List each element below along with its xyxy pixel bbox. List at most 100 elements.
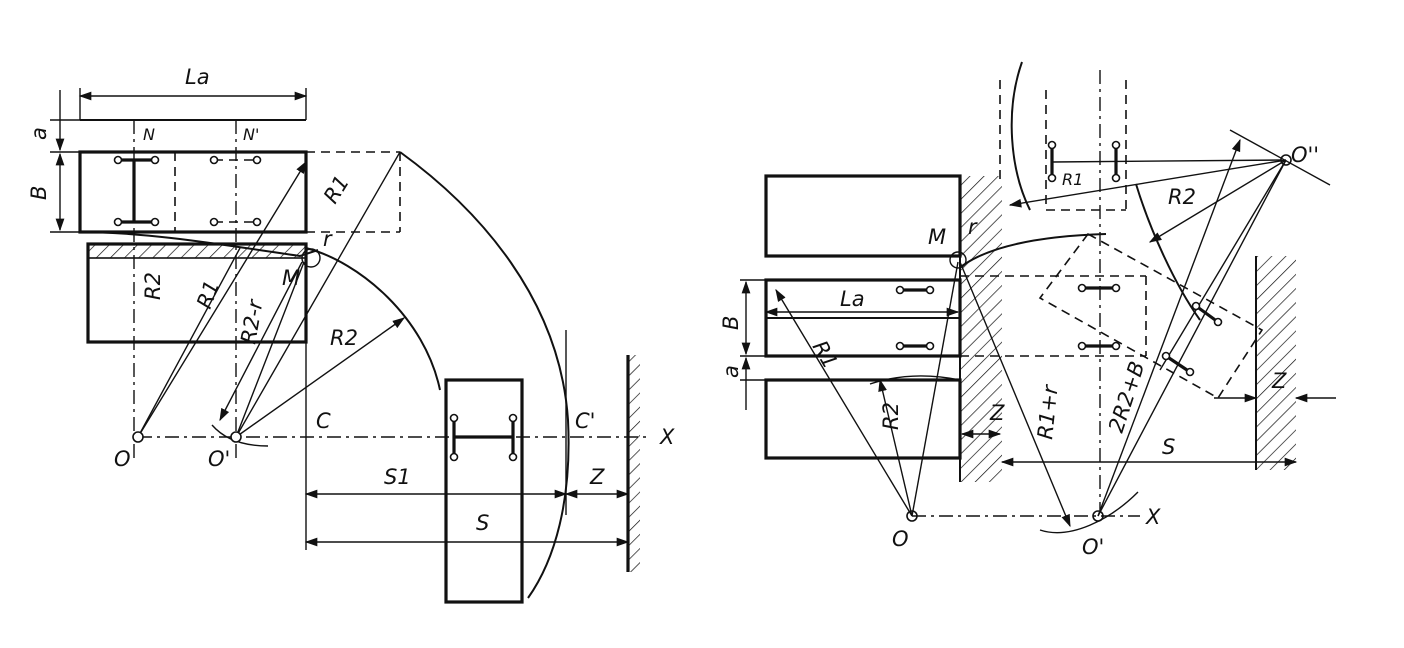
label-O-prime-right: O' <box>1082 535 1104 559</box>
arc-R2 <box>1135 183 1201 321</box>
r-circle <box>301 248 321 268</box>
pin <box>113 155 123 165</box>
pin <box>1191 301 1201 311</box>
label-R1-top-right: R1 <box>1062 170 1083 189</box>
r-line <box>911 261 959 517</box>
pin <box>1213 317 1223 327</box>
label-R1-top: R1 <box>319 171 354 207</box>
r-line <box>137 160 307 438</box>
pin <box>150 217 160 227</box>
car-lower <box>764 378 962 460</box>
label-R2-low-right: R2 <box>879 402 903 430</box>
arc-top-left <box>1010 61 1031 211</box>
pin <box>209 155 219 165</box>
label-O-double-prime: O'' <box>1291 143 1319 167</box>
inner-arc <box>305 247 441 391</box>
pin <box>252 155 262 165</box>
pin <box>508 413 518 423</box>
tick <box>1229 129 1331 186</box>
pin <box>1111 341 1121 351</box>
label-a: a <box>27 127 51 140</box>
left-diagram: La a B N N' R1 R2 R1 R2-r M r R2 C C' O … <box>27 65 675 604</box>
right-wall <box>1256 256 1296 470</box>
arc-mark <box>1039 491 1139 534</box>
label-O-prime: O' <box>208 447 230 471</box>
lower-car <box>86 242 308 344</box>
label-M: M <box>282 266 300 290</box>
label-C-prime: C' <box>575 409 595 433</box>
bottom-car <box>444 378 524 604</box>
label-R1-plus-r: R1+r <box>1033 383 1063 441</box>
point-O-prime <box>230 431 242 443</box>
outer-arc <box>399 151 570 599</box>
label-O: O <box>114 447 131 471</box>
r-line <box>137 247 241 438</box>
pin <box>1077 283 1087 293</box>
pin <box>449 452 459 462</box>
pin <box>925 285 935 295</box>
pin <box>209 217 219 227</box>
label-N-prime: N' <box>243 125 259 144</box>
pin <box>925 341 935 351</box>
r-line <box>235 261 305 438</box>
r1-plus-r-line <box>959 261 1071 528</box>
label-La-right: La <box>840 287 865 311</box>
hatched-strip <box>87 243 307 259</box>
label-a-right: a <box>719 365 743 378</box>
pin <box>1161 351 1171 361</box>
arc-M <box>961 233 1107 267</box>
label-X: X <box>659 425 675 449</box>
label-R1-inner: R1 <box>192 277 224 311</box>
axle-d <box>1195 304 1219 324</box>
label-r: r <box>323 227 333 251</box>
r1-line-top <box>1051 159 1287 163</box>
pin <box>1185 367 1195 377</box>
label-r-right: r <box>968 215 978 239</box>
r-line <box>1097 159 1287 517</box>
r-line <box>1148 159 1287 243</box>
arc-mark <box>869 375 961 385</box>
label-X-right: X <box>1145 505 1161 529</box>
label-R2-minus-r: R2-r <box>236 297 268 346</box>
pin <box>895 285 905 295</box>
pin <box>1111 283 1121 293</box>
label-S-right: S <box>1162 435 1175 459</box>
r-circle-right <box>949 251 967 269</box>
label-R1-left-right: R1 <box>808 337 843 373</box>
r-line <box>1008 159 1287 208</box>
label-N: N <box>143 125 155 144</box>
label-B: B <box>27 186 51 200</box>
label-La: La <box>185 65 210 89</box>
r1-line <box>775 288 913 517</box>
label-R2-top-right: R2 <box>1168 185 1196 209</box>
label-O-right: O <box>892 527 909 551</box>
m-curve <box>79 231 319 258</box>
label-R2-arc: R2 <box>330 326 358 350</box>
pin <box>1047 140 1057 150</box>
label-M-right: M <box>928 225 946 249</box>
top-car <box>78 150 308 234</box>
label-S1: S1 <box>384 465 411 489</box>
label-Z-right: Z <box>1271 369 1287 393</box>
label-R2-left: R2 <box>141 272 165 300</box>
label-B-right: B <box>719 316 743 330</box>
car-upper-left <box>764 174 962 258</box>
pin <box>508 452 518 462</box>
r-line <box>1159 159 1287 371</box>
label-S: S <box>476 511 489 535</box>
left-wall <box>960 176 1002 482</box>
label-Z-left: Z <box>989 401 1005 425</box>
pin <box>1077 341 1087 351</box>
r-line <box>235 151 401 438</box>
pin <box>252 217 262 227</box>
pin <box>895 341 905 351</box>
pin <box>1111 173 1121 183</box>
pin <box>449 413 459 423</box>
2r2-plus-b-line <box>1097 138 1241 517</box>
r-line <box>219 261 303 422</box>
pin <box>1047 173 1057 183</box>
rotated-car <box>1038 232 1264 400</box>
pin <box>150 155 160 165</box>
